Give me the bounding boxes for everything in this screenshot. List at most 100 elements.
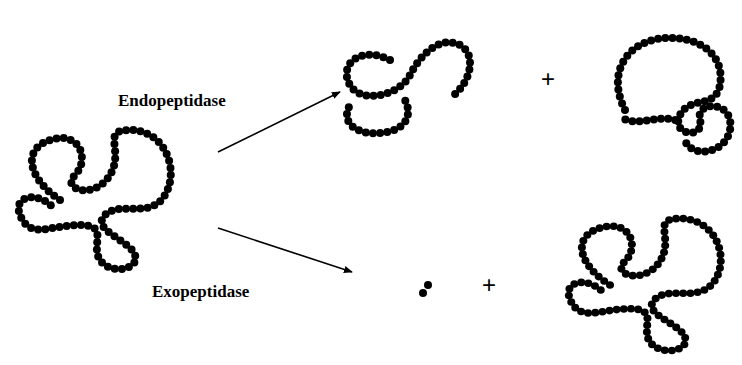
amino-acid-bead	[72, 184, 80, 192]
amino-acid-bead	[695, 125, 703, 133]
amino-acid-bead	[60, 134, 68, 142]
amino-acid-bead	[644, 335, 652, 343]
amino-acid-bead	[578, 244, 586, 252]
amino-acid-bead	[669, 34, 677, 42]
amino-acid-bead	[93, 245, 101, 253]
amino-acid-bead	[15, 207, 23, 215]
amino-acid-bead	[614, 86, 622, 94]
amino-acid-bead	[616, 93, 624, 101]
amino-acid-bead	[665, 290, 673, 298]
enzyme-label: Endopeptidase	[118, 92, 226, 111]
amino-acid-bead	[110, 161, 118, 169]
amino-acid-bead	[41, 225, 49, 233]
amino-acid-bead	[716, 69, 724, 77]
amino-acid-bead	[726, 118, 734, 126]
enzyme-label: Exopeptidase	[152, 283, 249, 302]
amino-acid-bead	[694, 99, 702, 107]
amino-acid-bead	[166, 164, 174, 172]
amino-acid-bead	[144, 204, 152, 212]
amino-acid-bead	[614, 78, 622, 86]
amino-acid-bead	[716, 264, 724, 272]
reaction-arrow	[218, 228, 352, 272]
amino-acid-bead	[675, 345, 683, 353]
amino-acid-bead	[614, 71, 622, 79]
amino-acid-bead	[344, 117, 352, 125]
amino-acid-bead	[577, 279, 585, 287]
amino-acid-bead	[29, 164, 37, 172]
amino-acid-bead	[365, 51, 373, 59]
amino-acid-bead	[622, 270, 630, 278]
amino-acid-bead	[570, 280, 578, 288]
amino-acid-bead	[672, 215, 680, 223]
reaction-arrow	[218, 92, 340, 152]
amino-acid-bead	[369, 129, 377, 137]
amino-acid-bead	[618, 99, 626, 107]
amino-acid-bead	[111, 265, 119, 273]
amino-acid-bead	[48, 224, 56, 232]
amino-acid-bead	[111, 147, 119, 155]
amino-acid-bead	[626, 234, 634, 242]
amino-acid-bead	[650, 115, 658, 123]
amino-acid-bead	[627, 305, 635, 313]
amino-acid-bead	[70, 221, 78, 229]
amino-acid-bead	[449, 39, 457, 47]
amino-acid-bead	[20, 195, 28, 203]
amino-acid-bead	[628, 240, 636, 248]
amino-acid-bead	[613, 306, 621, 314]
amino-acid-bead	[131, 252, 139, 260]
amino-acid-bead	[404, 103, 412, 111]
amino-acid-bead	[628, 117, 636, 125]
amino-acid-bead	[661, 346, 669, 354]
amino-acid-bead	[77, 221, 85, 229]
amino-acid-bead	[343, 110, 351, 118]
amino-acid-bead	[129, 126, 137, 134]
peptide-fragment	[614, 34, 734, 156]
plus-sign: +	[482, 272, 496, 298]
amino-acid-bead	[681, 334, 689, 342]
amino-acid-bead	[629, 272, 637, 280]
amino-acid-bead	[636, 271, 644, 279]
peptide-fragment	[343, 39, 474, 138]
amino-acid-bead	[343, 73, 351, 81]
amino-acid-bead	[724, 111, 732, 119]
amino-acid-bead	[716, 251, 724, 259]
amino-acid-bead	[672, 289, 680, 297]
amino-acid-bead	[664, 115, 672, 123]
amino-acid-bead	[63, 222, 71, 230]
amino-acid-bead	[610, 222, 618, 230]
amino-acid-bead	[125, 263, 133, 271]
amino-acid-bead	[679, 290, 687, 298]
amino-acid-bead	[634, 306, 642, 314]
amino-acid-bead	[79, 186, 87, 194]
amino-acid-bead	[465, 66, 473, 74]
amino-acid-bead	[345, 103, 353, 111]
amino-acid-bead	[676, 34, 684, 42]
amino-acid-bead	[671, 116, 679, 124]
amino-acid-bead	[84, 222, 92, 230]
amino-acid	[419, 281, 432, 297]
protein-chain	[15, 126, 175, 273]
amino-acid-bead	[115, 128, 123, 136]
amino-acid-bead	[621, 116, 629, 124]
amino-acid-bead	[598, 308, 606, 316]
amino-acid-bead	[597, 286, 605, 294]
amino-acid-bead	[661, 235, 669, 243]
amino-acid-bead	[401, 97, 409, 105]
amino-acid-bead	[665, 216, 673, 224]
amino-acid-bead	[56, 223, 64, 231]
amino-acid-bead	[343, 66, 351, 74]
amino-acid-bead	[376, 129, 384, 137]
amino-acid-bead	[465, 51, 473, 59]
amino-acid-bead	[686, 289, 694, 297]
amino-acid-bead	[372, 51, 380, 59]
amino-acid-bead	[370, 92, 378, 100]
amino-acid-bead	[647, 36, 655, 44]
amino-acid-bead	[27, 193, 35, 201]
amino-acid-bead	[682, 139, 690, 147]
amino-acid-bead	[53, 134, 61, 142]
amino-acid-bead	[660, 248, 668, 256]
amino-acid-bead	[696, 118, 704, 126]
amino-acid-bead	[362, 91, 370, 99]
amino-acid-bead	[110, 140, 118, 148]
